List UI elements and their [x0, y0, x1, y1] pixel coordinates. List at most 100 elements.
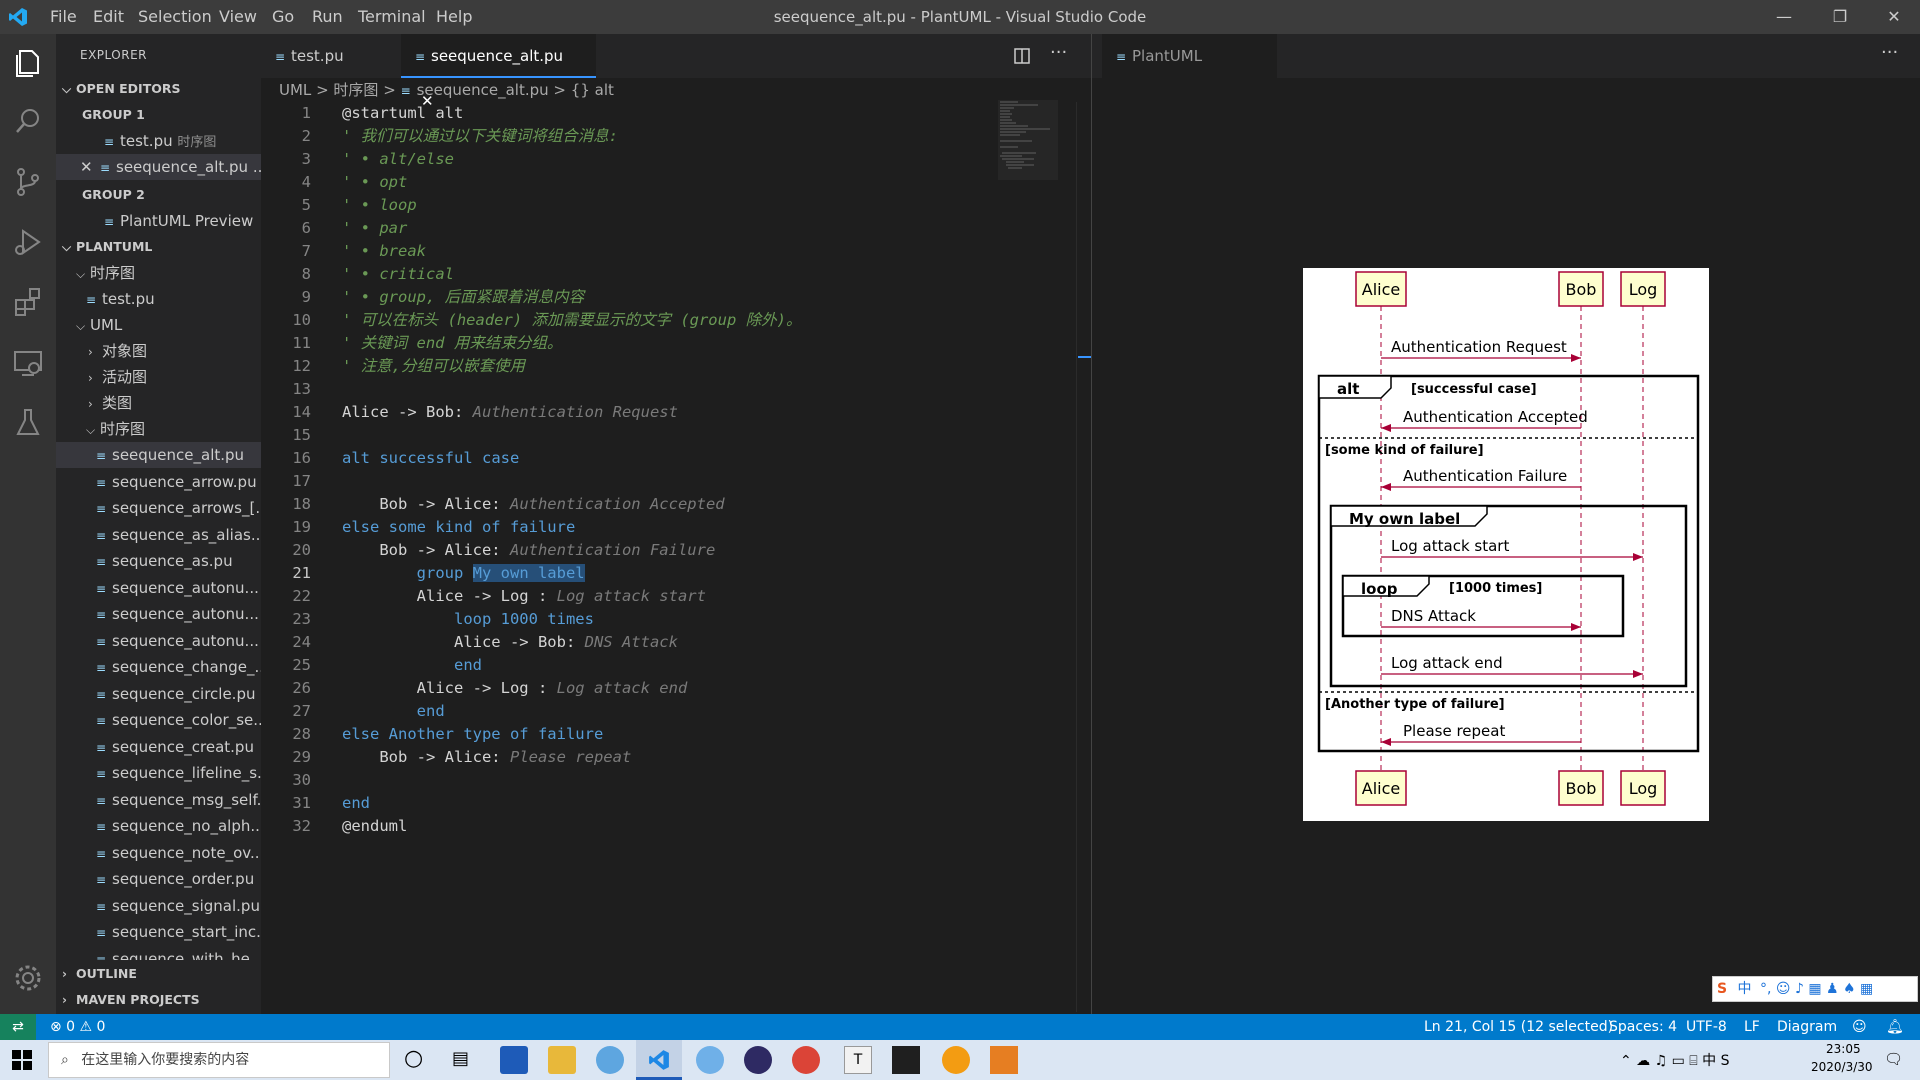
file-list-item[interactable]: ≡sequence_change_... [56, 654, 261, 680]
encoding[interactable]: UTF-8 [1686, 1019, 1727, 1035]
vertical-scrollbar[interactable] [1076, 102, 1091, 1012]
source-control-icon[interactable] [8, 162, 48, 202]
clock-time[interactable]: 23:05 [1826, 1042, 1861, 1056]
menu-selection[interactable]: Selection [138, 7, 212, 26]
menu-run[interactable]: Run [312, 7, 343, 26]
file-list-item[interactable]: ≡sequence_arrows_[... [56, 495, 261, 521]
close-window-button[interactable]: ✕ [1887, 7, 1901, 26]
folder-uml[interactable]: ⌵UML [56, 312, 261, 338]
explorer-icon[interactable] [8, 42, 48, 82]
notifications-bell-icon[interactable]: 🔔︎ [1886, 1019, 1904, 1035]
file-list-item[interactable]: ≡sequence_no_alph... [56, 813, 261, 839]
file-test-pu[interactable]: ≡test.pu [56, 286, 261, 312]
file-list-item[interactable]: ≡sequence_as_alias.... [56, 522, 261, 548]
search-icon[interactable] [8, 102, 48, 142]
minimap[interactable] [998, 100, 1058, 180]
menu-file[interactable]: File [50, 7, 77, 26]
file-list-item[interactable]: ≡sequence_start_inc... [56, 919, 261, 945]
file-list-item[interactable]: ≡sequence_autonu... [56, 601, 261, 627]
run-debug-icon[interactable] [8, 222, 48, 262]
app-icon[interactable] [990, 1046, 1018, 1074]
maven-projects-section[interactable]: ›MAVEN PROJECTS [56, 987, 261, 1013]
menu-edit[interactable]: Edit [93, 7, 124, 26]
eclipse-icon[interactable] [744, 1046, 772, 1074]
cortana-icon[interactable]: ○ [404, 1046, 424, 1071]
windows-start-icon[interactable] [12, 1050, 32, 1070]
close-icon[interactable]: ✕ [80, 158, 93, 176]
tab-seequence-alt[interactable]: ≡seequence_alt.pu ✕ [401, 34, 596, 110]
group-1-header[interactable]: GROUP 1 [82, 107, 145, 122]
ime-toolbar[interactable]: S 中 °, ☺ ♪ ▦ ♟ ♠ ▦ [1712, 976, 1918, 1002]
cursor-position[interactable]: Ln 21, Col 15 (12 selected) [1424, 1019, 1614, 1035]
action-center-icon[interactable]: 🗨︎ [1884, 1050, 1904, 1068]
app-icon[interactable] [500, 1046, 528, 1074]
folder-sequence-2[interactable]: ⌵时序图 [56, 416, 261, 442]
file-list-item[interactable]: ≡sequence_with_he... [56, 946, 261, 960]
remote-explorer-icon[interactable] [8, 342, 48, 382]
open-editor-seequence-alt[interactable]: ✕≡seequence_alt.pu ... [56, 154, 261, 180]
file-list-item[interactable]: ≡sequence_arrow.pu [56, 469, 261, 495]
app-icon[interactable] [596, 1046, 624, 1074]
open-editor-plantuml-preview[interactable]: ≡PlantUML Preview [56, 208, 261, 234]
file-list-item[interactable]: ≡sequence_autonu... [56, 575, 261, 601]
typora-icon[interactable]: T [844, 1046, 872, 1074]
problems-count[interactable]: ⊗ 0 ⚠ 0 [50, 1019, 106, 1035]
restore-button[interactable]: ❐ [1832, 7, 1848, 26]
remote-indicator-icon[interactable]: ⇄ [0, 1014, 36, 1040]
tab-plantuml-preview[interactable]: ≡PlantUML Preview ✕ [1102, 34, 1277, 110]
file-list-item[interactable]: ≡sequence_msg_self... [56, 787, 261, 813]
more-actions-icon[interactable]: ··· [1881, 42, 1899, 63]
menu-view[interactable]: View [219, 7, 257, 26]
file-list-item[interactable]: ≡sequence_signal.pu [56, 893, 261, 919]
app-icon[interactable] [696, 1046, 724, 1074]
split-editor-icon[interactable] [1013, 47, 1031, 65]
taskbar-search-input[interactable]: ⌕ 在这里输入你要搜索的内容 [48, 1042, 390, 1078]
open-editors-section[interactable]: ⌵OPEN EDITORS [56, 76, 261, 102]
group-2-header[interactable]: GROUP 2 [82, 187, 145, 202]
file-list-item[interactable]: ≡sequence_color_se... [56, 707, 261, 733]
open-editor-test-pu[interactable]: ≡test.pu 时序图 [56, 128, 261, 154]
file-list-item[interactable]: ≡sequence_order.pu [56, 866, 261, 892]
more-actions-icon[interactable]: ··· [1050, 42, 1068, 63]
file-list-item[interactable]: ≡sequence_lifeline_s... [56, 760, 261, 786]
breadcrumb-uml[interactable]: UML [279, 81, 312, 99]
chrome-icon[interactable] [792, 1046, 820, 1074]
menu-go[interactable]: Go [272, 7, 295, 26]
file-list-item[interactable]: ≡sequence_creat.pu [56, 734, 261, 760]
settings-gear-icon[interactable] [8, 958, 48, 998]
extensions-icon[interactable] [8, 282, 48, 322]
file-explorer-icon[interactable] [548, 1046, 576, 1074]
minimize-button[interactable]: — [1776, 7, 1792, 26]
vscode-taskbar-button[interactable] [636, 1040, 682, 1080]
folder-class-diagram[interactable]: ›类图 [56, 390, 261, 416]
tab-test-pu[interactable]: ≡test.pu [261, 34, 429, 78]
folder-activity-diagram[interactable]: ›活动图 [56, 364, 261, 390]
eol[interactable]: LF [1744, 1019, 1760, 1035]
breadcrumb-sequence[interactable]: 时序图 [333, 81, 379, 99]
app-icon[interactable] [942, 1046, 970, 1074]
file-list-item[interactable]: ≡sequence_autonu... [56, 628, 261, 654]
folder-object-diagram[interactable]: ›对象图 [56, 338, 261, 364]
testing-flask-icon[interactable] [8, 402, 48, 442]
file-list-item[interactable]: ≡seequence_alt.pu [56, 442, 261, 468]
file-list-item[interactable]: ≡sequence_as.pu [56, 548, 261, 574]
plantuml-project-section[interactable]: ⌵PLANTUML [56, 234, 261, 260]
file-list-item[interactable]: ≡sequence_circle.pu [56, 681, 261, 707]
breadcrumb-file[interactable]: seequence_alt.pu [416, 81, 549, 99]
tray-icons[interactable]: ⌃ ☁ ♫ ▭ ⌸ 中 S [1620, 1053, 1730, 1069]
file-list-item[interactable]: ≡sequence_note_ov... [56, 840, 261, 866]
outline-section[interactable]: ›OUTLINE [56, 961, 261, 987]
terminal-icon[interactable] [892, 1046, 920, 1074]
menu-terminal[interactable]: Terminal [358, 7, 426, 26]
close-tab-icon[interactable]: ✕ [421, 92, 434, 110]
folder-sequence-1[interactable]: ⌵时序图 [56, 260, 261, 286]
language-mode[interactable]: Diagram [1777, 1019, 1838, 1035]
breadcrumb-symbol[interactable]: {} alt [570, 81, 614, 99]
task-view-icon[interactable]: ▤ [452, 1048, 470, 1069]
indentation[interactable]: Spaces: 4 [1609, 1019, 1678, 1035]
feedback-icon[interactable]: ☺ [1852, 1019, 1867, 1035]
menu-help[interactable]: Help [436, 7, 473, 26]
participant-log-top: Log [1620, 271, 1666, 307]
clock-date[interactable]: 2020/3/30 [1811, 1060, 1873, 1074]
